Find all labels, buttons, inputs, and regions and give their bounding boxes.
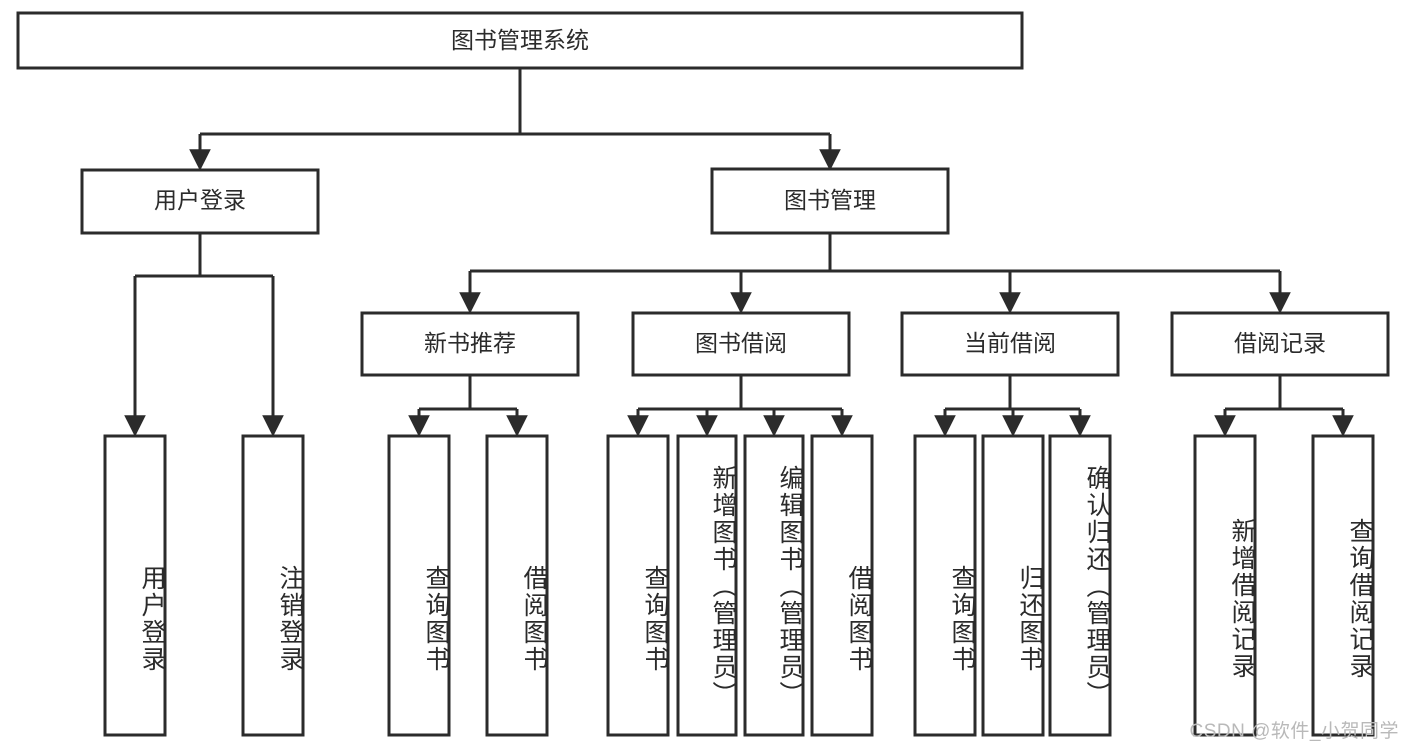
node-borrow-record-label: 借阅记录 — [1234, 330, 1326, 356]
node-new-book-recommend[interactable]: 新书推荐 — [360, 311, 580, 377]
connector-group-current-borrow — [934, 375, 1091, 437]
node-book-manage[interactable]: 图书管理 — [710, 167, 950, 235]
leaf-borrow-book-2-box[interactable] — [810, 434, 874, 737]
leaf-add-record-box[interactable] — [1193, 434, 1257, 737]
connector-group-book-manage — [459, 233, 1291, 314]
leaf-confirm-return-box[interactable] — [1048, 434, 1112, 737]
leaf-boxes — [103, 434, 1375, 737]
csdn-watermark: CSDN @软件_小贺同学 — [1189, 721, 1399, 742]
node-root[interactable]: 图书管理系统 — [16, 11, 1024, 70]
node-current-borrow-label: 当前借阅 — [964, 330, 1056, 356]
leaf-query-book-1-box[interactable] — [387, 434, 451, 737]
node-user-login[interactable]: 用户登录 — [80, 168, 320, 235]
node-book-borrow[interactable]: 图书借阅 — [631, 311, 851, 377]
node-book-borrow-label: 图书借阅 — [695, 330, 787, 356]
node-root-box[interactable] — [16, 11, 1024, 70]
leaf-borrow-book-1-box[interactable] — [485, 434, 549, 737]
node-new-book-recommend-label: 新书推荐 — [424, 330, 516, 356]
connector-group-user-login — [124, 233, 284, 437]
connector-group-borrow-record — [1214, 375, 1354, 437]
node-current-borrow[interactable]: 当前借阅 — [900, 311, 1120, 377]
connector-group-book-borrow — [627, 375, 853, 437]
leaf-user-login-box[interactable] — [103, 434, 167, 737]
node-borrow-record[interactable]: 借阅记录 — [1170, 311, 1390, 377]
connector-group-new-book-recommend — [408, 375, 528, 437]
leaf-return-book-box[interactable] — [981, 434, 1045, 737]
node-book-manage-box[interactable] — [710, 167, 950, 235]
node-user-login-label: 用户登录 — [154, 187, 246, 213]
leaf-query-book-3-box[interactable] — [913, 434, 977, 737]
leaf-edit-book-box[interactable] — [743, 434, 805, 737]
leaf-logout-box[interactable] — [241, 434, 305, 737]
node-root-label: 图书管理系统 — [451, 27, 589, 53]
node-book-manage-label: 图书管理 — [784, 187, 876, 213]
node-borrow-record-box[interactable] — [1170, 311, 1390, 377]
leaf-query-record-box[interactable] — [1311, 434, 1375, 737]
node-current-borrow-box[interactable] — [900, 311, 1120, 377]
node-new-book-recommend-box[interactable] — [360, 311, 580, 377]
node-user-login-box[interactable] — [80, 168, 320, 235]
connector-group-root — [189, 68, 841, 171]
node-book-borrow-box[interactable] — [631, 311, 851, 377]
leaf-add-book-box[interactable] — [676, 434, 738, 737]
leaf-query-book-2-box[interactable] — [606, 434, 670, 737]
